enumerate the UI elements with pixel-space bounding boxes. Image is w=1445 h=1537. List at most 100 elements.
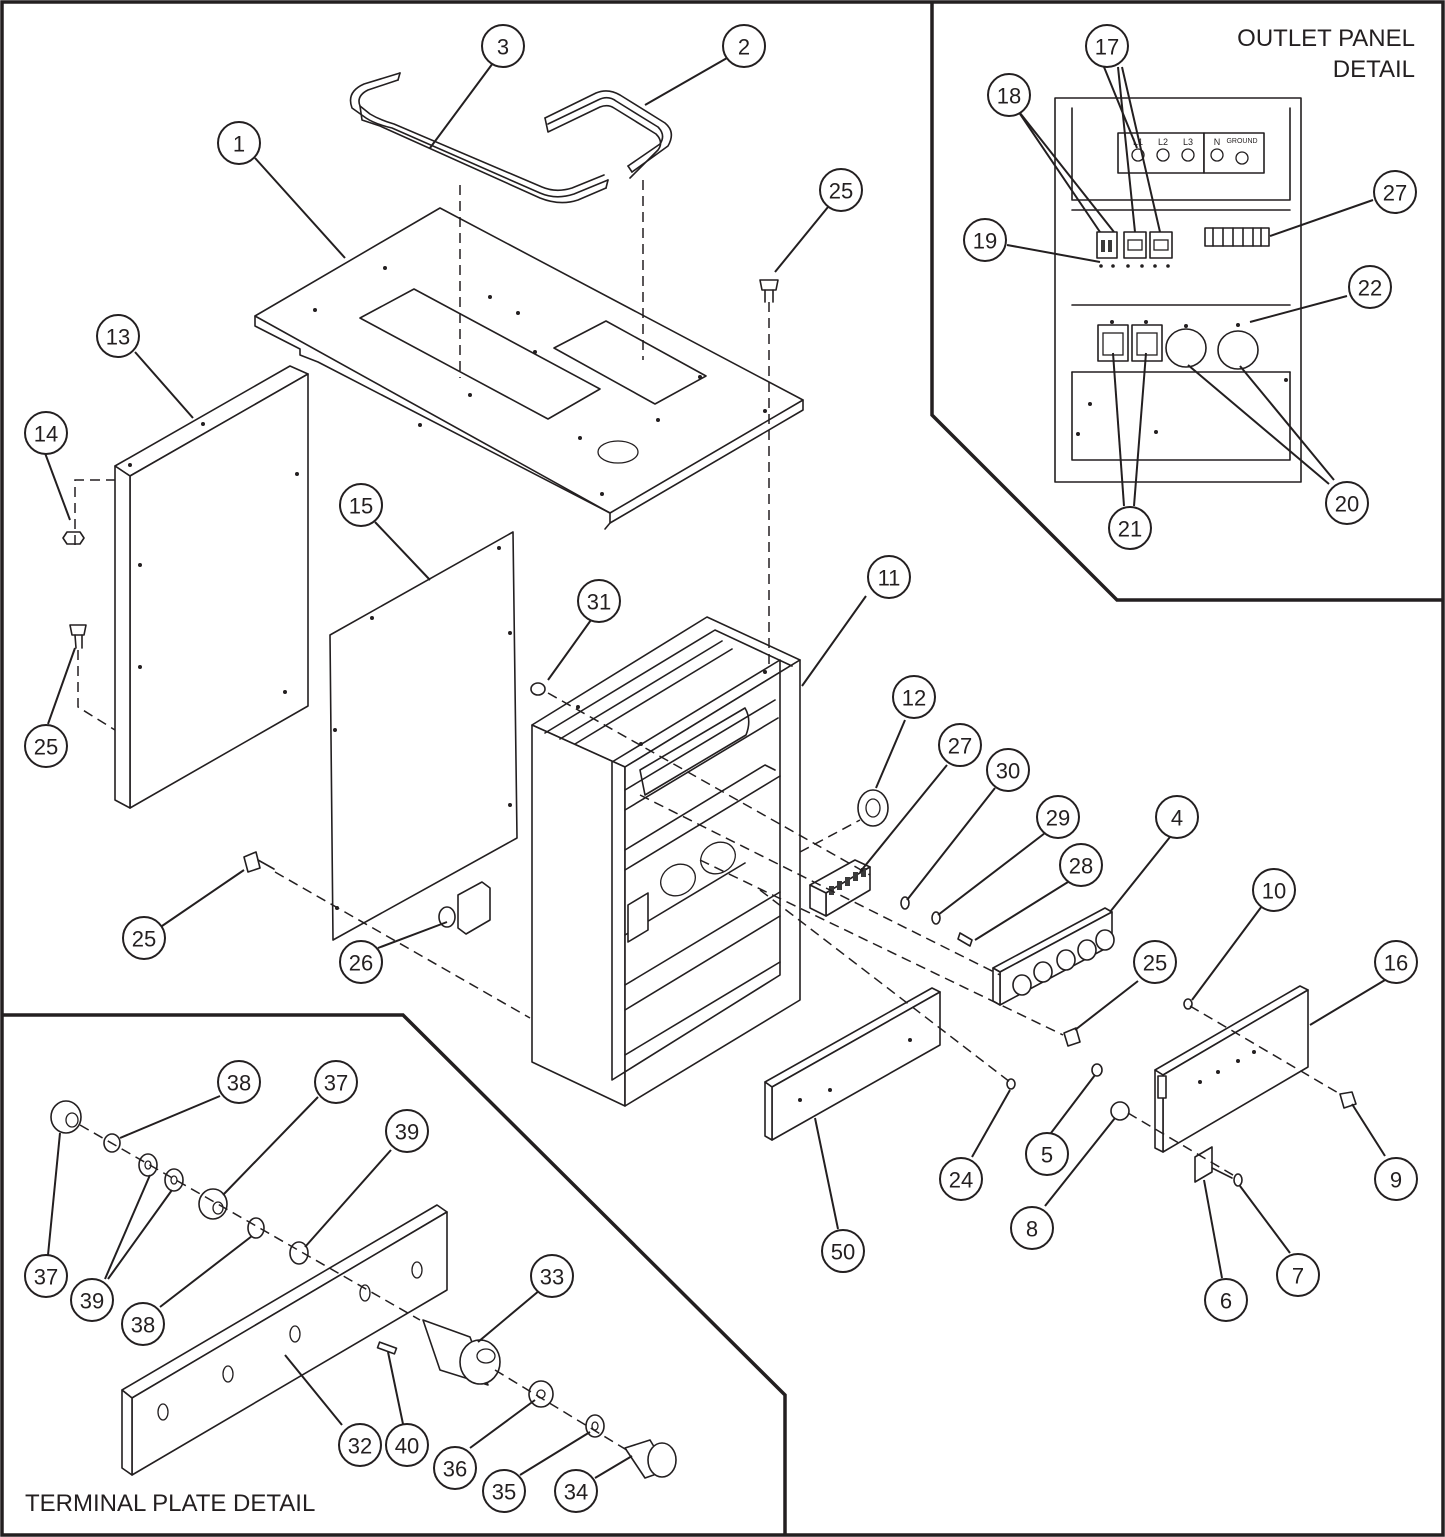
callout-circle (314, 1060, 358, 1104)
cover-plate-part-16 (1154, 985, 1309, 1153)
callout-number: 38 (131, 1313, 155, 1338)
callout-circle (1133, 940, 1177, 984)
callout-number: 31 (587, 590, 611, 615)
callout-circle (1155, 795, 1199, 839)
outlet-detail-title-line1: OUTLET PANEL (1237, 25, 1415, 52)
callout-number: 27 (1383, 181, 1407, 206)
callout-balloon: 35 (482, 1469, 526, 1513)
callout-circle (1374, 940, 1418, 984)
callout-circle (1059, 843, 1103, 887)
callout-number: 2 (738, 35, 750, 60)
callout-circle (867, 555, 911, 599)
callout-balloon: 32 (338, 1423, 382, 1467)
callout-number: 24 (949, 1168, 973, 1193)
housing-part-11 (531, 616, 801, 1107)
callout-number: 40 (395, 1434, 419, 1459)
callout-circle (577, 579, 621, 623)
callout-balloon: 34 (554, 1469, 598, 1513)
callout-circle (722, 24, 766, 68)
callout-balloon: 10 (1252, 868, 1296, 912)
callout-circle (70, 1278, 114, 1322)
callout-number: 26 (349, 951, 373, 976)
callout-balloon: 6 (1204, 1278, 1248, 1322)
callout-circle (122, 916, 166, 960)
callout-circle (481, 24, 525, 68)
callout-circle (24, 724, 68, 768)
callout-number: 15 (349, 494, 373, 519)
callout-balloon: 25 (819, 168, 863, 212)
callout-circle (96, 314, 140, 358)
callout-balloon: 2 (722, 24, 766, 68)
callout-number: 25 (132, 927, 156, 952)
terminal-label-l3: L3 (1183, 137, 1193, 147)
top-cover-part-1 (254, 207, 804, 530)
callout-balloon: 24 (939, 1157, 983, 1201)
callout-circle (554, 1469, 598, 1513)
callout-number: 33 (540, 1265, 564, 1290)
callout-circle (338, 1423, 382, 1467)
callout-balloon: 28 (1059, 843, 1103, 887)
callout-circle (1374, 1157, 1418, 1201)
callout-circle (1010, 1206, 1054, 1250)
callout-balloon: 39 (70, 1278, 114, 1322)
callout-circle (482, 1469, 526, 1513)
small-hardware (62, 279, 1357, 1187)
callout-number: 27 (948, 734, 972, 759)
terminal-plate-detail: TERMINAL PLATE DETAIL (25, 1100, 677, 1517)
callout-number: 13 (106, 325, 130, 350)
callout-balloon: 12 (892, 675, 936, 719)
terminal-detail-title: TERMINAL PLATE DETAIL (25, 1490, 315, 1517)
callout-balloon: 30 (986, 748, 1030, 792)
callout-number: 30 (996, 759, 1020, 784)
panel-part-50 (764, 987, 941, 1141)
callout-number: 34 (564, 1480, 588, 1505)
callout-circle (1085, 24, 1129, 68)
handle-part-2 (544, 90, 673, 179)
callout-circle (339, 483, 383, 527)
callout-circle (819, 168, 863, 212)
callout-number: 25 (1143, 951, 1167, 976)
callout-balloon: 8 (1010, 1206, 1054, 1250)
callout-number: 17 (1095, 35, 1119, 60)
callout-balloon: 19 (963, 218, 1007, 262)
callout-balloon: 50 (821, 1229, 865, 1273)
callout-circle (385, 1109, 429, 1153)
callout-number: 22 (1358, 276, 1382, 301)
callout-number: 4 (1171, 806, 1183, 831)
terminal-label-ground: GROUND (1226, 138, 1257, 145)
assembly-lines (74, 180, 1341, 1179)
rear-panel-part-15 (329, 531, 518, 941)
callout-circle (24, 1254, 68, 1298)
callout-number: 29 (1046, 806, 1070, 831)
callout-balloon: 20 (1325, 481, 1369, 525)
callout-balloon: 11 (867, 555, 911, 599)
callout-circle (530, 1254, 574, 1298)
callout-balloon: 26 (339, 940, 383, 984)
hardware-30-29-28 (900, 896, 973, 947)
callout-number: 21 (1118, 517, 1142, 542)
callout-number: 32 (348, 1434, 372, 1459)
callout-circle (938, 723, 982, 767)
callout-balloon: 25 (24, 724, 68, 768)
handle-part-3 (349, 72, 609, 204)
callout-balloon: 3 (481, 24, 525, 68)
callout-number: 7 (1292, 1264, 1304, 1289)
callout-number: 18 (997, 84, 1021, 109)
callout-number: 28 (1069, 854, 1093, 879)
callout-balloon: 22 (1348, 265, 1392, 309)
callout-circle (1348, 265, 1392, 309)
callout-balloon: 36 (433, 1446, 477, 1490)
callout-circle (1252, 868, 1296, 912)
callout-number: 20 (1335, 492, 1359, 517)
callout-balloon: 5 (1025, 1132, 1069, 1176)
callout-number: 3 (497, 35, 509, 60)
callout-circle (1325, 481, 1369, 525)
callout-balloon: 31 (577, 579, 621, 623)
callout-number: 14 (34, 422, 58, 447)
callout-number: 1 (233, 132, 245, 157)
callout-circle (385, 1423, 429, 1467)
outlet-panel-detail: OUTLET PANEL DETAIL L1 L2 L3 N GROUND (1054, 25, 1415, 483)
side-panel-part-13 (114, 365, 309, 809)
callout-balloon: 37 (24, 1254, 68, 1298)
